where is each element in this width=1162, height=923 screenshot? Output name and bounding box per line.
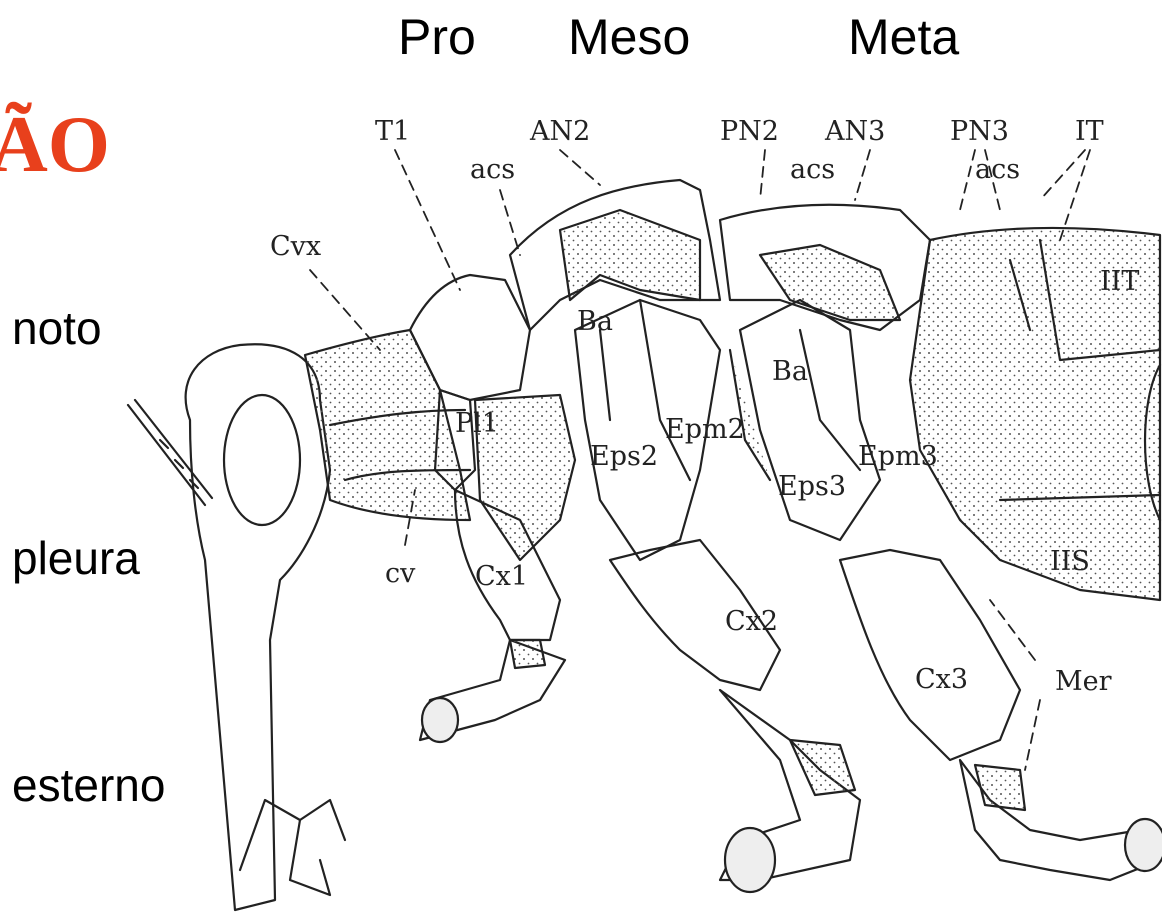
label-PN3: PN3 bbox=[950, 116, 1009, 147]
label-PN2: PN2 bbox=[720, 116, 779, 147]
label-Pl1: Pl1 bbox=[455, 408, 499, 439]
label-T1: T1 bbox=[375, 116, 410, 147]
label-Cvx: Cvx bbox=[270, 231, 321, 262]
mouthpart bbox=[240, 800, 330, 895]
label-Eps2: Eps2 bbox=[590, 441, 658, 472]
label-acs-meta: acs bbox=[790, 154, 835, 185]
metapleuron bbox=[740, 300, 880, 540]
label-Epm2: Epm2 bbox=[665, 414, 745, 445]
label-IIS: IIS bbox=[1050, 546, 1090, 577]
label-Mer: Mer bbox=[1055, 666, 1112, 697]
label-IIT: IIT bbox=[1100, 266, 1139, 297]
label-acs-abdomen: acs bbox=[975, 154, 1020, 185]
label-Cx3: Cx3 bbox=[915, 664, 968, 695]
label-Ba-meso: Ba bbox=[577, 306, 613, 337]
label-Cx2: Cx2 bbox=[725, 606, 778, 637]
antenna bbox=[128, 400, 212, 505]
compound-eye bbox=[224, 395, 300, 525]
label-acs-meso: acs bbox=[470, 154, 515, 185]
label-AN3: AN3 bbox=[824, 116, 885, 147]
mesonotum-dots bbox=[560, 210, 700, 300]
label-IT: IT bbox=[1075, 116, 1104, 147]
label-cv: cv bbox=[385, 558, 416, 589]
head-capsule bbox=[186, 344, 330, 910]
label-AN2: AN2 bbox=[529, 116, 590, 147]
label-Ba-meta: Ba bbox=[772, 356, 808, 387]
hindleg-coxa bbox=[840, 550, 1020, 760]
label-Cx1: Cx1 bbox=[475, 561, 528, 592]
label-Epm3: Epm3 bbox=[858, 441, 938, 472]
label-Eps3: Eps3 bbox=[778, 471, 846, 502]
